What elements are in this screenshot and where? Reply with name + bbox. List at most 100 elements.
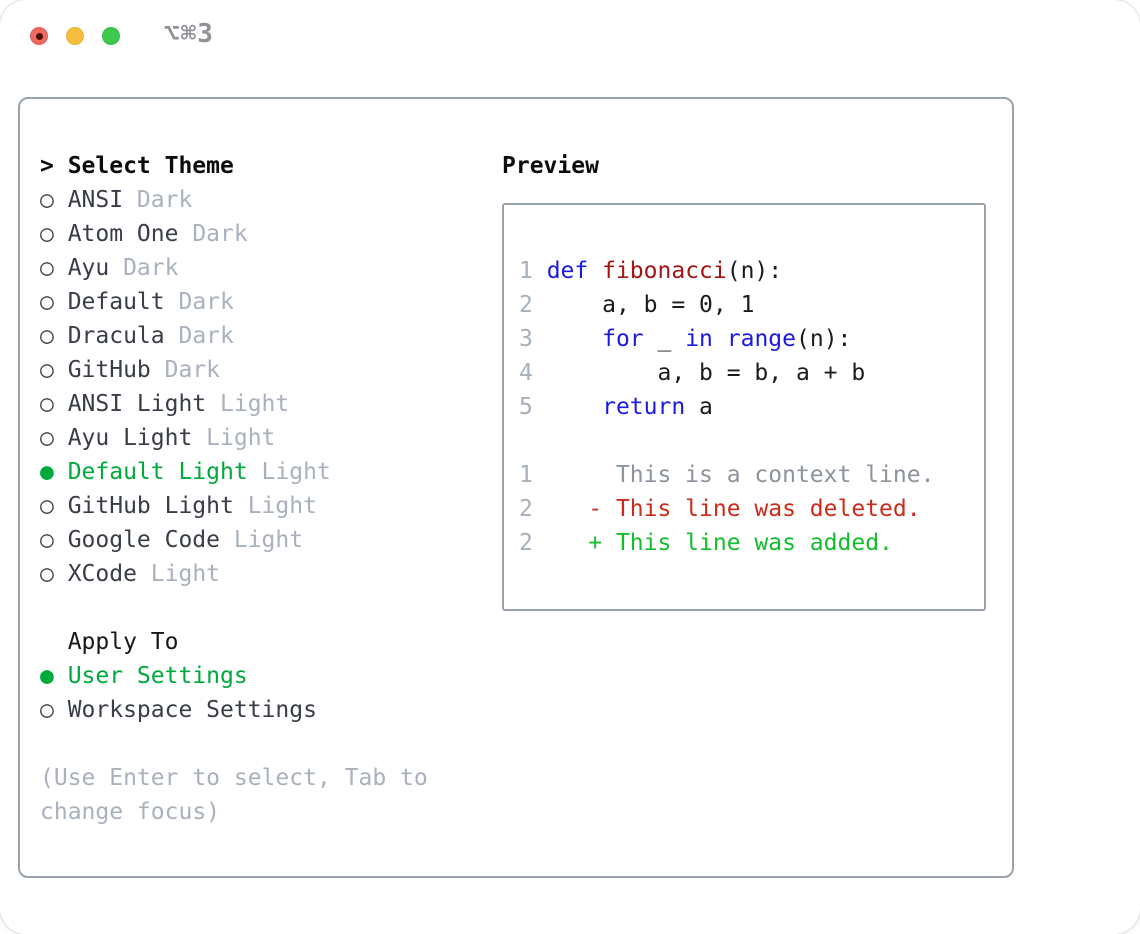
option-label: XCode	[67, 561, 137, 587]
code-token: a, b = b, a + b	[546, 360, 866, 386]
line-number: 5	[519, 394, 547, 420]
theme-variant-label: Light	[220, 391, 290, 417]
preview-line: 5 return a	[519, 390, 976, 424]
theme-item-ansi[interactable]: ○ ANSI Dark	[40, 183, 502, 217]
line-number	[519, 428, 547, 454]
theme-item-github-light[interactable]: ○ GitHub Light Light	[40, 489, 502, 523]
code-token	[547, 326, 602, 352]
code-token: return	[602, 394, 686, 420]
code-token	[713, 326, 727, 352]
help-text-line: change focus)	[40, 799, 221, 825]
preview-line: 2 + This line was added.	[519, 526, 976, 560]
pointer-icon: >	[40, 153, 54, 179]
code-token: - This line was deleted.	[546, 496, 921, 522]
select-theme-header: > Select Theme	[40, 149, 502, 183]
theme-variant-label: Light	[247, 493, 317, 519]
code-token	[588, 258, 602, 284]
line-number: 2	[519, 496, 547, 522]
option-label: Default Light	[67, 459, 248, 485]
help-text-line: (Use Enter to select, Tab to	[40, 765, 428, 791]
theme-item-atom-one[interactable]: ○ Atom One Dark	[40, 217, 502, 251]
radio-unselected-icon: ○	[40, 255, 54, 281]
code-token: a, b = 0, 1	[546, 292, 755, 318]
option-label: Ayu Light	[67, 425, 193, 451]
radio-selected-icon: ●	[40, 663, 54, 689]
theme-item-ayu-light[interactable]: ○ Ayu Light Light	[40, 421, 502, 455]
zoom-button[interactable]	[102, 27, 120, 45]
code-token: fibonacci	[602, 258, 727, 284]
spacer-row	[40, 727, 502, 761]
apply-option-workspace-settings[interactable]: ○ Workspace Settings	[40, 693, 502, 727]
theme-variant-label: Dark	[136, 187, 193, 213]
theme-item-default-light[interactable]: ● Default Light Light	[40, 455, 502, 489]
spacer-row	[40, 591, 502, 625]
code-token: a	[685, 394, 713, 420]
radio-unselected-icon: ○	[40, 493, 54, 519]
preview-line	[519, 424, 976, 458]
minimize-button[interactable]	[66, 27, 84, 45]
theme-variant-label: Dark	[178, 289, 234, 315]
code-token	[547, 394, 602, 420]
line-number: 3	[519, 326, 547, 352]
line-number: 1	[519, 462, 547, 488]
line-number: 1	[519, 258, 547, 284]
preview-line: 2 a, b = 0, 1	[519, 288, 976, 322]
theme-variant-label: Dark	[178, 323, 234, 349]
option-label: Workspace Settings	[67, 697, 317, 723]
theme-variant-label: Dark	[164, 357, 221, 383]
option-label: ANSI	[67, 187, 124, 213]
code-token: This is a context line.	[546, 462, 935, 488]
theme-variant-label: Light	[150, 561, 221, 587]
apply-to-header: Apply To	[67, 629, 179, 655]
code-token: (n):	[796, 326, 852, 352]
theme-item-default[interactable]: ○ Default Dark	[40, 285, 502, 319]
select-theme-title: Select Theme	[67, 153, 234, 179]
option-label: Ayu	[67, 255, 110, 281]
window-shortcut-label: ⌥⌘3	[164, 19, 214, 49]
theme-item-github[interactable]: ○ GitHub Dark	[40, 353, 502, 387]
preview-line: 3 for _ in range(n):	[519, 322, 976, 356]
close-button[interactable]	[30, 27, 48, 45]
option-label: User Settings	[67, 663, 248, 689]
radio-unselected-icon: ○	[40, 357, 54, 383]
theme-variant-label: Light	[261, 459, 331, 485]
preview-title: Preview	[502, 153, 599, 179]
theme-item-ayu[interactable]: ○ Ayu Dark	[40, 251, 502, 285]
theme-item-google-code[interactable]: ○ Google Code Light	[40, 523, 502, 557]
option-label: Atom One	[67, 221, 179, 247]
radio-unselected-icon: ○	[40, 527, 54, 553]
option-label: Default	[67, 289, 165, 315]
code-token: def	[546, 258, 589, 284]
line-number: 2	[519, 530, 547, 556]
radio-unselected-icon: ○	[40, 187, 54, 213]
radio-unselected-icon: ○	[40, 221, 54, 247]
radio-unselected-icon: ○	[40, 425, 54, 451]
theme-variant-label: Dark	[123, 255, 179, 281]
preview-line: 1 def fibonacci(n):	[519, 254, 976, 288]
preview-column: Preview 1 def fibonacci(n):2 a, b = 0, 1…	[502, 149, 986, 826]
radio-unselected-icon: ○	[40, 289, 54, 315]
option-label: GitHub Light	[67, 493, 234, 519]
theme-variant-label: Light	[206, 425, 276, 451]
preview-line: 4 a, b = b, a + b	[519, 356, 976, 390]
option-label: Google Code	[67, 527, 221, 553]
option-label: ANSI Light	[67, 391, 207, 417]
radio-unselected-icon: ○	[40, 323, 54, 349]
radio-selected-icon: ●	[40, 459, 54, 485]
theme-variant-label: Dark	[192, 221, 248, 247]
code-token: _	[643, 326, 686, 352]
apply-option-user-settings[interactable]: ● User Settings	[40, 659, 502, 693]
theme-variant-label: Light	[233, 527, 304, 553]
code-token: range	[726, 326, 796, 352]
radio-unselected-icon: ○	[40, 697, 54, 723]
code-token: for	[602, 326, 644, 352]
option-label: GitHub	[67, 357, 151, 383]
code-token: + This line was added.	[546, 530, 893, 556]
